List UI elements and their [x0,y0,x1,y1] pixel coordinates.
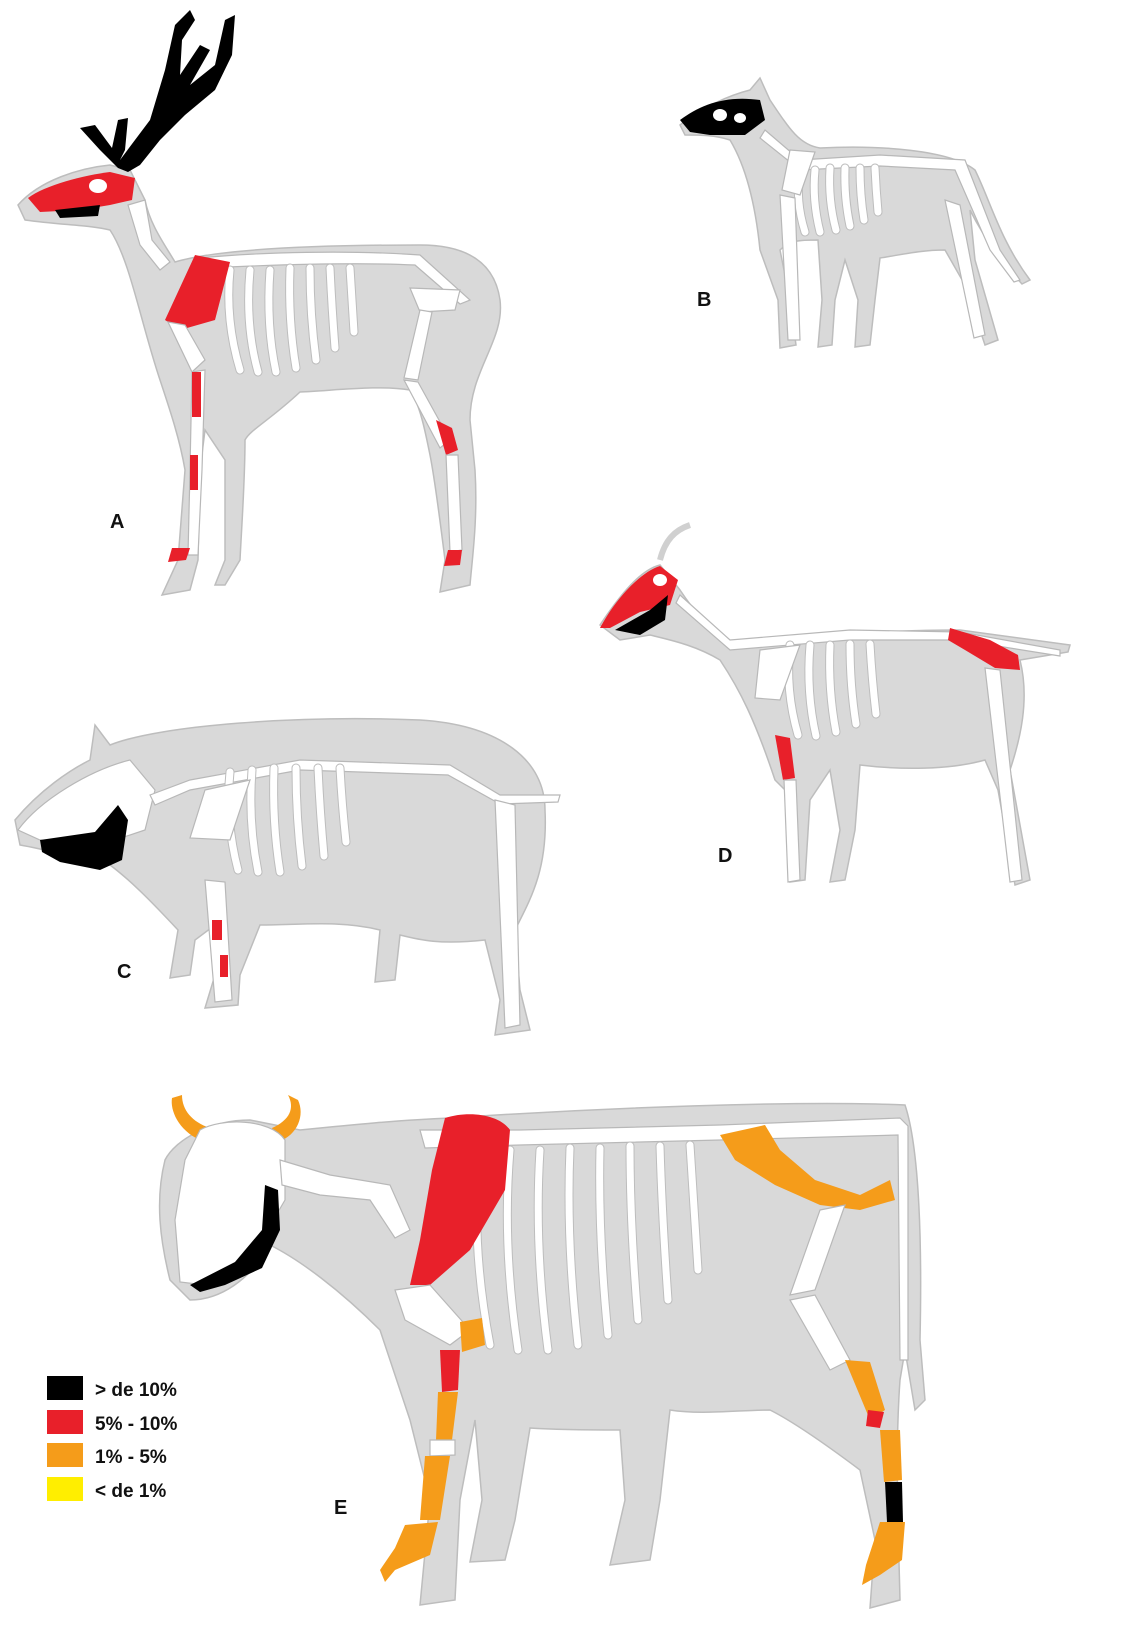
legend-item-2: 5% - 10% [47,1410,177,1435]
deer-silhouette [18,165,500,595]
legend: > de 10% 5% - 10% 1% - 5% < de 1% [47,1376,177,1502]
dog-orbit [713,109,727,121]
legend-label-4: < de 1% [95,1481,166,1502]
legend-swatch-yellow [47,1477,83,1501]
cow-radius-highlight [440,1350,460,1392]
legend-swatch-red [47,1410,83,1434]
goat-horn [660,525,690,560]
legend-label-1: > de 10% [95,1380,177,1401]
cow-carpals [430,1440,455,1456]
deer-antlers [80,10,235,172]
legend-swatch-black [47,1376,83,1400]
deer-orbit [89,179,107,193]
pig-metacarpal-highlight [220,955,228,977]
legend-label-2: 5% - 10% [95,1414,177,1435]
deer-metacarpal-highlight [190,455,198,490]
legend-item-4: < de 1% [47,1477,166,1502]
pig-radius-highlight [212,920,222,940]
panel-b-dog: B [680,78,1030,348]
panel-a-deer: A [18,10,500,595]
legend-item-3: 1% - 5% [47,1443,167,1468]
legend-swatch-orange [47,1443,83,1467]
dog-orbit-2 [734,113,746,123]
panel-label-b: B [697,289,711,311]
panel-label-d: D [718,845,732,867]
panel-d-goat: D [600,525,1070,885]
panel-c-pig: C [15,719,560,1035]
legend-item-1: > de 10% [47,1376,177,1401]
legend-label-3: 1% - 5% [95,1447,167,1468]
panel-label-a: A [110,511,124,533]
cow-hind-phalanx-black [885,1482,903,1522]
panel-e-cow: E [160,1095,925,1608]
deer-radius-highlight [192,372,201,417]
panel-label-e: E [334,1497,347,1519]
goat-orbit [653,574,667,586]
panel-label-c: C [117,961,131,983]
